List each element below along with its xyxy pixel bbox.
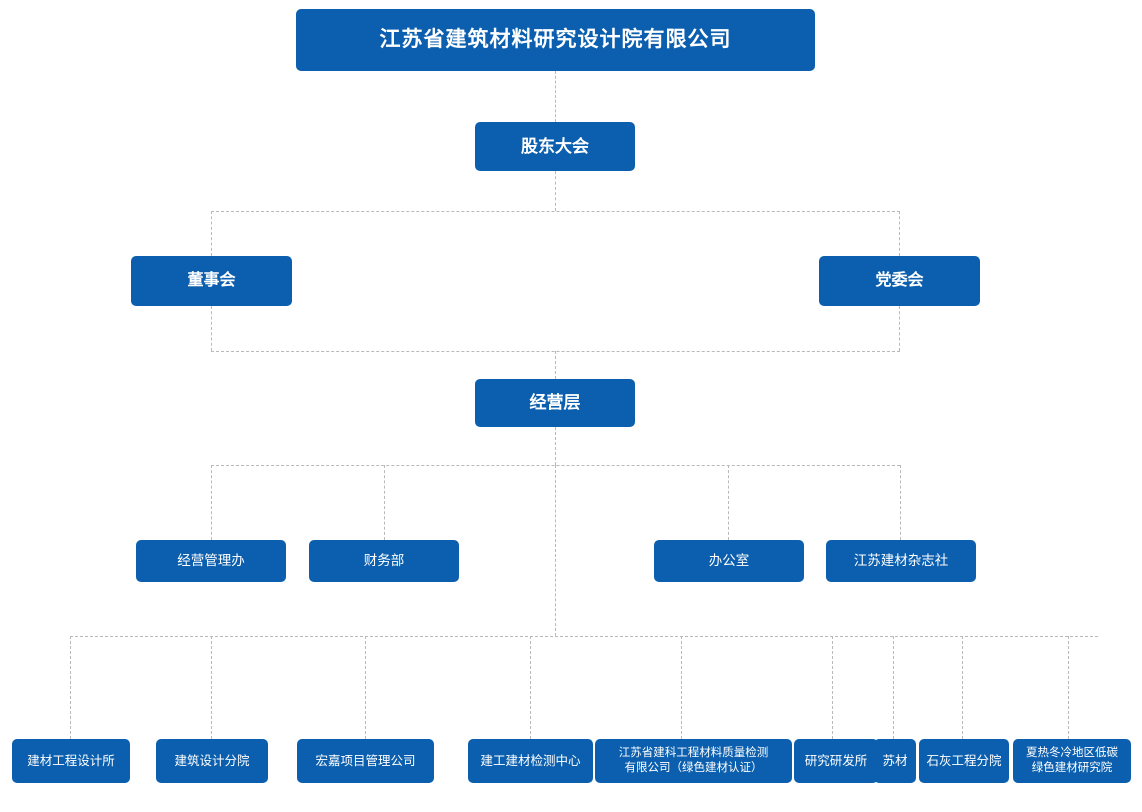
node-architectural-design-branch[interactable]: 建筑设计分院 [156, 739, 268, 783]
node-party-committee[interactable]: 党委会 [819, 256, 980, 306]
node-construction-materials-testing-center[interactable]: 建工建材检测中心 [468, 739, 593, 783]
node-research-and-development-institute[interactable]: 研究研发所 [794, 739, 878, 783]
node-administrative-office[interactable]: 办公室 [654, 540, 804, 582]
connector-level5-drop-8 [962, 636, 963, 739]
node-management-layer[interactable]: 经营层 [475, 379, 635, 427]
node-jiangsu-building-materials-magazine[interactable]: 江苏建材杂志社 [826, 540, 976, 582]
node-hongjia-project-management-company[interactable]: 宏嘉项目管理公司 [297, 739, 434, 783]
connector-level5-drop-4 [530, 636, 531, 739]
node-hot-summer-cold-winter-low-carbon-green-materials-institute[interactable]: 夏热冬冷地区低碳 绿色建材研究院 [1013, 739, 1131, 783]
node-jiangsu-jianke-quality-testing-company[interactable]: 江苏省建科工程材料质量检测 有限公司（绿色建材认证） [595, 739, 792, 783]
connector-level2-right-drop [899, 211, 900, 256]
connector-management-down [555, 427, 556, 465]
connector-level2-bus [211, 211, 900, 212]
connector-level5-drop-1 [70, 636, 71, 739]
node-finance-department[interactable]: 财务部 [309, 540, 459, 582]
node-board-of-directors[interactable]: 董事会 [131, 256, 292, 306]
connector-level2-left-riser [211, 306, 212, 351]
connector-level5-bus [70, 636, 1098, 637]
node-operations-management-office[interactable]: 经营管理办 [136, 540, 286, 582]
node-shareholders-meeting[interactable]: 股东大会 [475, 122, 635, 171]
node-lime-engineering-branch[interactable]: 石灰工程分院 [919, 739, 1009, 783]
connector-level4-drop-1 [211, 465, 212, 540]
connector-root-to-shareholders [555, 71, 556, 122]
connector-bus-to-management [555, 351, 556, 379]
node-sucai[interactable]: 苏材 [874, 739, 916, 783]
connector-level5-drop-9 [1068, 636, 1069, 739]
connector-level2-right-riser [899, 306, 900, 351]
connector-level2-left-drop [211, 211, 212, 256]
node-root[interactable]: 江苏省建筑材料研究设计院有限公司 [296, 9, 815, 71]
connector-level5-drop-6 [832, 636, 833, 739]
connector-level5-drop-2 [211, 636, 212, 739]
connector-level4-drop-3 [728, 465, 729, 540]
node-building-materials-engineering-design-institute[interactable]: 建材工程设计所 [12, 739, 130, 783]
connector-level5-drop-5 [681, 636, 682, 739]
connector-level5-drop-3 [365, 636, 366, 739]
connector-shareholders-down [555, 171, 556, 211]
connector-level4-drop-2 [384, 465, 385, 540]
connector-management-trunk [555, 465, 556, 636]
connector-level4-drop-4 [900, 465, 901, 540]
connector-level5-drop-7 [893, 636, 894, 739]
